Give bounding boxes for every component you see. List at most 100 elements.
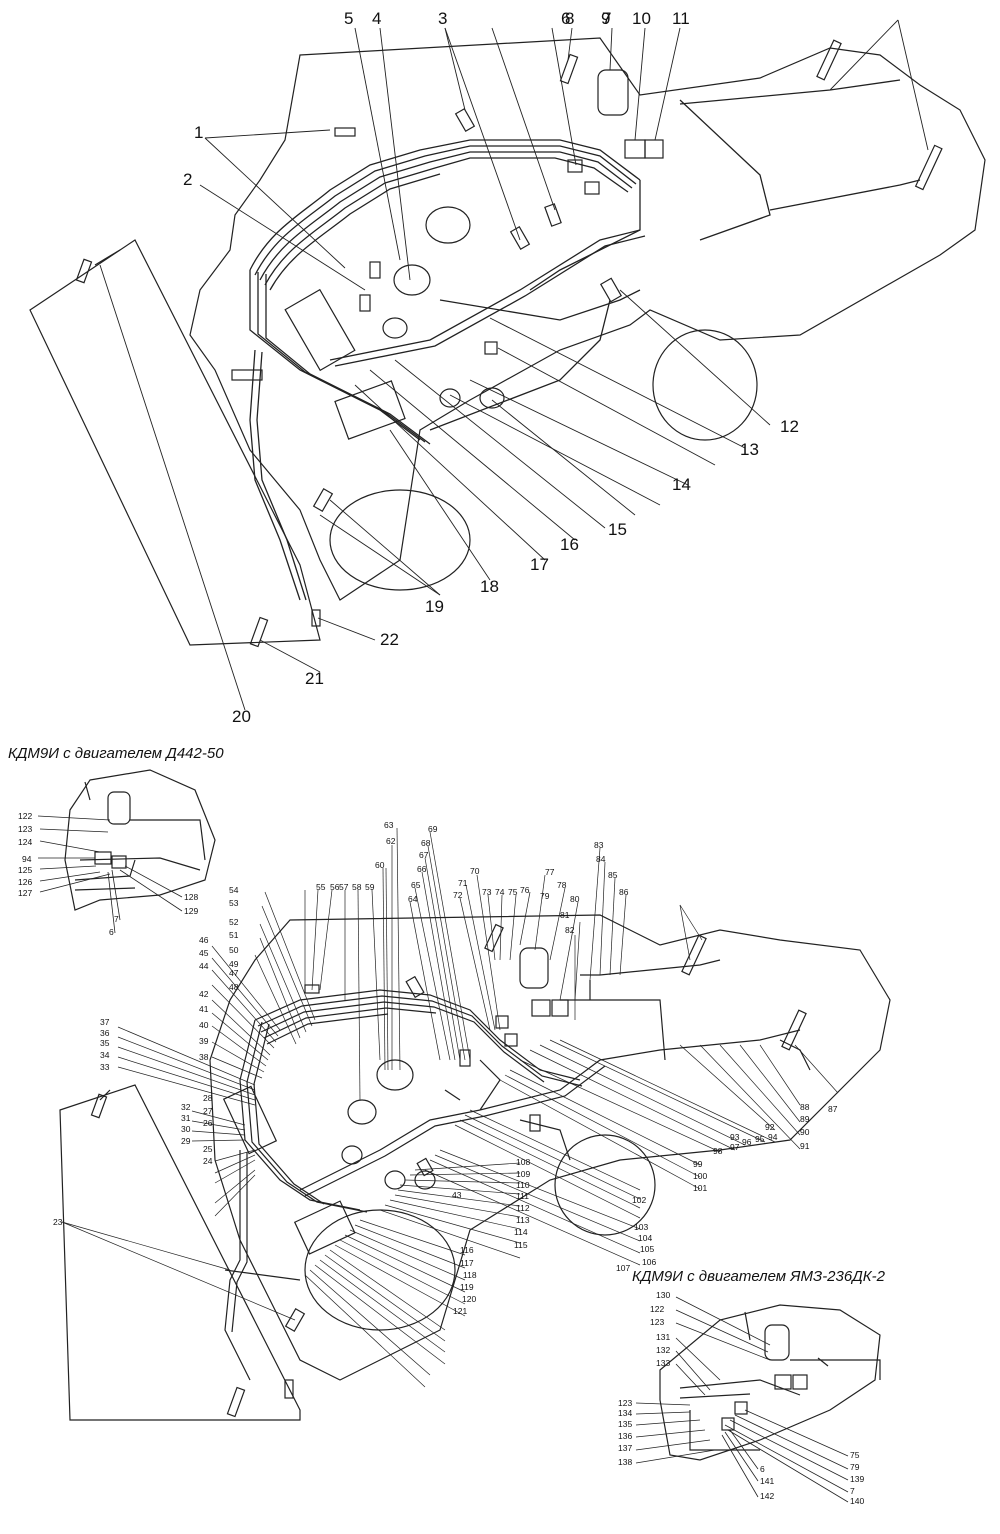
callout-number: 114 [514, 1227, 528, 1237]
callout-number: 78 [557, 880, 567, 890]
callout-number: 123 [18, 824, 32, 834]
callout-number: 133 [656, 1358, 670, 1368]
callout-number: 101 [693, 1183, 707, 1193]
callout-number: 44 [199, 961, 209, 971]
callout-number: 105 [640, 1244, 654, 1254]
callout-number: 90 [800, 1127, 810, 1137]
callout-number: 42 [199, 989, 209, 999]
callout-number: 26 [203, 1118, 213, 1128]
callout-number: 88 [800, 1102, 810, 1112]
callout-number: 81 [560, 910, 570, 920]
rear-wheel-top [652, 329, 758, 441]
callout-number: 11 [672, 9, 690, 28]
callout-number: 140 [850, 1496, 864, 1506]
callout-number: 19 [425, 597, 444, 616]
callout-number: 122 [18, 811, 32, 821]
callout-number: 94 [768, 1132, 778, 1142]
callout-number: 111 [516, 1191, 529, 1201]
callout-number: 64 [408, 894, 418, 904]
callout-number: 142 [760, 1491, 774, 1501]
callout-number: 109 [516, 1169, 530, 1179]
callout-number: 54 [229, 885, 239, 895]
callout-number: 25 [203, 1144, 213, 1154]
callout-number: 91 [800, 1141, 810, 1151]
callout-number: 129 [184, 906, 198, 916]
callout-number: 27 [203, 1106, 213, 1116]
callout-number: 97 [730, 1142, 740, 1152]
callout-number: 59 [365, 882, 375, 892]
callout-number: 18 [480, 577, 499, 596]
callout-number: 75 [850, 1450, 860, 1460]
callout-number: 138 [618, 1457, 632, 1467]
callout-number: 132 [656, 1345, 670, 1355]
callout-number: 71 [458, 878, 468, 888]
callout-number: 7 [602, 9, 611, 28]
callout-number: 52 [229, 917, 239, 927]
callout-number: 69 [428, 824, 438, 834]
callout-number: 66 [417, 864, 427, 874]
callout-number: 35 [100, 1038, 110, 1048]
callout-number: 121 [453, 1306, 467, 1316]
machine-outline-top [189, 37, 986, 601]
callout-number: 43 [452, 1190, 462, 1200]
callout-number: 7 [850, 1486, 855, 1496]
callout-number: 85 [608, 870, 618, 880]
callout-number: 84 [596, 854, 606, 864]
tube-bundle-bottom [99, 959, 811, 1381]
callout-number: 134 [618, 1408, 632, 1418]
callout-number: 13 [740, 440, 759, 459]
callout-number: 36 [100, 1028, 110, 1038]
callout-number: 118 [463, 1270, 477, 1280]
components-top [75, 39, 943, 648]
inset-d442-outline [64, 769, 216, 911]
callout-number: 104 [638, 1233, 652, 1243]
callout-number: 22 [380, 630, 399, 649]
callout-number: 20 [232, 707, 251, 726]
callout-number: 17 [530, 555, 549, 574]
callout-number: 24 [203, 1156, 213, 1166]
callout-number: 10 [632, 9, 651, 28]
callout-number: 58 [352, 882, 362, 892]
callout-number: 65 [411, 880, 421, 890]
callout-number: 123 [650, 1317, 664, 1327]
leaders-bottom [61, 827, 839, 1388]
callout-number: 124 [18, 837, 32, 847]
callout-number: 127 [18, 888, 32, 898]
callout-number: 8 [565, 9, 574, 28]
callout-number: 5 [344, 9, 353, 28]
callout-number: 48 [229, 982, 239, 992]
callout-number: 100 [693, 1171, 707, 1181]
callout-number: 139 [850, 1474, 864, 1484]
callout-number: 112 [516, 1203, 530, 1213]
callout-number: 4 [372, 9, 381, 28]
callout-number: 123 [618, 1398, 632, 1408]
callout-number: 135 [618, 1419, 632, 1429]
callout-number: 113 [516, 1215, 530, 1225]
callout-number: 6 [760, 1464, 765, 1474]
callout-number: 6 [561, 9, 570, 28]
frame-bar-bottom [59, 1084, 301, 1421]
callout-number: 95 [755, 1134, 765, 1144]
callout-number: 107 [616, 1263, 630, 1273]
callout-number: 80 [570, 894, 580, 904]
callout-number: 12 [780, 417, 799, 436]
callout-number: 116 [460, 1245, 474, 1255]
callout-number: 103 [634, 1222, 648, 1232]
inset-d442-parts [74, 781, 206, 891]
front-wheel-top [329, 489, 471, 591]
callout-number: 77 [545, 867, 555, 877]
caption-engine-d442: КДМ9И с двигателем Д442-50 [8, 745, 224, 762]
callout-number: 131 [656, 1332, 670, 1342]
callout-number: 115 [514, 1240, 528, 1250]
callout-number: 6 [109, 927, 114, 937]
callout-number: 125 [18, 865, 32, 875]
callout-number: 7 [114, 914, 119, 924]
callout-number: 120 [462, 1294, 476, 1304]
callout-number: 34 [100, 1050, 110, 1060]
callout-number: 126 [18, 877, 32, 887]
callouts-bottom: 2324252627282930313233343536373839404142… [53, 820, 838, 1316]
callout-number: 57 [339, 882, 349, 892]
caption-engine-yamz: КДМ9И с двигателем ЯМЗ-236ДК-2 [632, 1268, 885, 1285]
callout-number: 79 [540, 891, 550, 901]
